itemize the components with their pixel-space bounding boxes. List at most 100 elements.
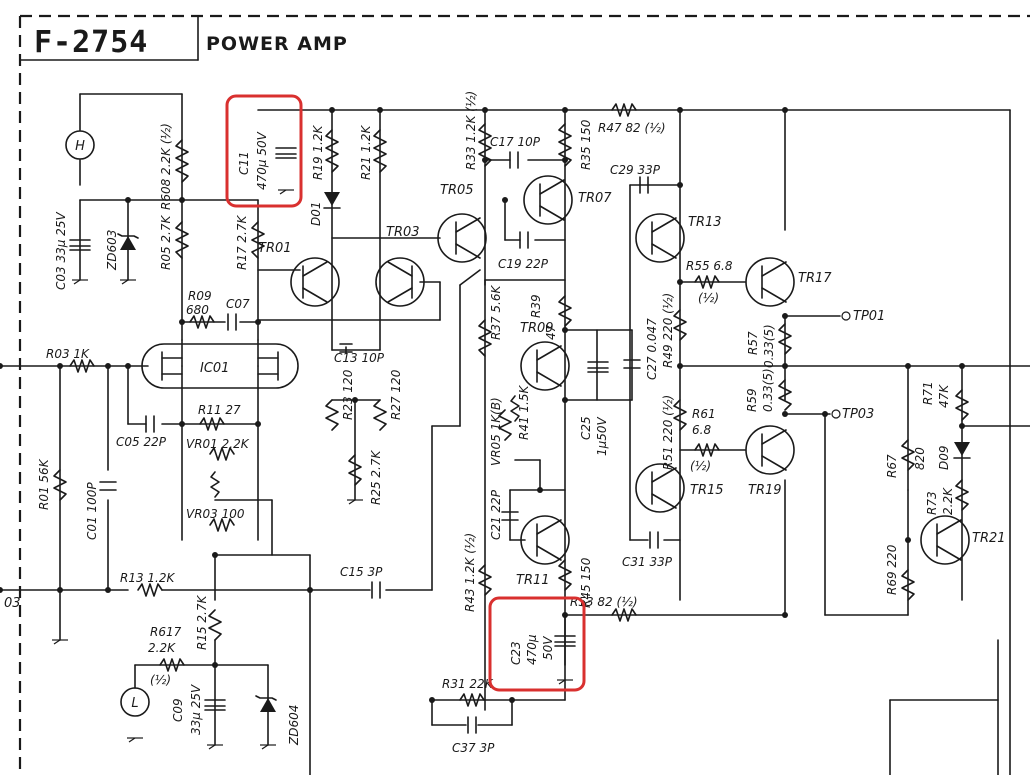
label-r05: R05 2.7K: [159, 214, 173, 270]
tr13-symbol: [635, 213, 685, 263]
label-c07: C07: [226, 297, 250, 311]
transistors: [290, 175, 970, 565]
label-c31: C31 33P: [622, 555, 673, 569]
label-c13: C13 10P: [334, 351, 385, 365]
label-r13: R13 1.2K: [120, 571, 176, 585]
tr15-symbol: [635, 463, 685, 513]
label-c03: C03 33µ 25V: [54, 212, 68, 290]
capacitors: [69, 147, 659, 734]
label-r17: R17 2.7K: [235, 214, 249, 270]
label-c09: C09: [171, 698, 185, 722]
label-tr19: TR19: [748, 483, 782, 498]
highlight-c23: [488, 596, 586, 692]
label-c27: C27 0.047: [645, 318, 659, 380]
tr11-symbol: [520, 515, 570, 565]
tr09-symbol: [520, 341, 570, 391]
label-r37: R37 5.6K: [489, 284, 503, 340]
label-c25-value: 1µ50V: [595, 416, 609, 456]
label-tr01: TR01: [258, 241, 292, 256]
label-c01: C01 100P: [85, 482, 99, 540]
label-r59: R59: [745, 388, 759, 412]
label-r67-value: 820: [913, 447, 927, 470]
label-r03: R03 1K: [46, 347, 90, 361]
label-r11: R11 27: [198, 403, 241, 417]
junction-dots: [0, 107, 965, 703]
label-r617-half: (½): [150, 673, 171, 687]
label-r33: R33 1.2K (½): [464, 91, 478, 170]
tr19-symbol: [745, 425, 795, 475]
label-r01: R01 56K: [37, 458, 51, 510]
label-r31: R31 22K: [442, 677, 494, 691]
label-r608: R608 2.2K (½): [159, 123, 173, 210]
label-r09-value: 680: [186, 303, 209, 317]
label-c23-voltage: 50V: [541, 636, 555, 660]
tr03-symbol: [375, 257, 425, 307]
tr07-symbol: [523, 175, 573, 225]
label-r71: R71: [921, 381, 935, 405]
label-r09: R09: [188, 289, 212, 303]
label-r39: R39: [529, 294, 543, 318]
label-c05: C05 22P: [116, 435, 167, 449]
label-ic01: IC01: [200, 361, 229, 376]
ic01-symbol: [141, 343, 299, 389]
label-vr03: VR03 100: [186, 507, 245, 521]
terminal-h-label: H: [75, 139, 85, 154]
terminal-h: H: [65, 130, 95, 160]
label-c23-value: 470µ: [525, 634, 539, 665]
label-r51: R51 220 (½): [661, 395, 675, 470]
highlight-c11: [225, 94, 303, 208]
label-r21: R21 1.2K: [359, 124, 373, 180]
component-labels: R608 2.2K (½) C11 470µ 50V R19 1.2K R21 …: [37, 91, 1006, 755]
board-code: F-2754: [34, 25, 148, 60]
resistors: [53, 103, 969, 707]
label-r73: R73: [925, 491, 939, 515]
label-r45: R45 150: [579, 557, 593, 608]
label-r43: R43 1.2K (½): [463, 533, 477, 612]
label-r57-value: 0.33(5): [762, 324, 776, 368]
label-tr17: TR17: [798, 271, 832, 286]
label-r19: R19 1.2K: [311, 124, 325, 180]
label-zd604: ZD604: [287, 705, 301, 746]
tr01-symbol: [290, 257, 340, 307]
terminal-l-label: L: [131, 696, 138, 711]
label-r55: R55 6.8: [686, 259, 733, 273]
label-r59-value: 0.33(5): [761, 368, 775, 412]
board-title: POWER AMP: [206, 33, 348, 55]
label-r61-value: 6.8: [692, 423, 711, 437]
label-d01: D01: [309, 201, 323, 226]
label-c11: C11: [237, 151, 251, 175]
label-c19: C19 22P: [498, 257, 549, 271]
label-r73-value: 2.2K: [941, 487, 955, 515]
label-r61: R61: [692, 407, 716, 421]
tr17-symbol: [745, 257, 795, 307]
label-zd603: ZD603: [105, 230, 119, 271]
label-c25: C25: [579, 416, 593, 440]
label-c29: C29 33P: [610, 163, 661, 177]
label-r53: R53 82 (½): [570, 595, 638, 609]
label-c21: C21 22P: [489, 489, 503, 540]
tr05-symbol: [437, 213, 487, 263]
test-points: [831, 311, 851, 419]
label-tr07: TR07: [578, 191, 612, 206]
label-r25: R25 2.7K: [369, 449, 383, 505]
label-c09-value: 33µ 25V: [189, 684, 203, 735]
label-tr11: TR11: [516, 573, 550, 588]
diodes: [117, 192, 971, 712]
label-tr05: TR05: [440, 183, 474, 198]
label-d09: D09: [937, 445, 951, 470]
label-tr15: TR15: [690, 483, 724, 498]
label-c37: C37 3P: [452, 741, 495, 755]
label-r39-value: 47: [544, 324, 558, 340]
label-r15: R15 2.7K: [195, 594, 209, 650]
label-r47: R47 82 (½): [598, 121, 666, 135]
label-tr09: TR09: [520, 321, 554, 336]
label-r71-value: 47K: [937, 384, 951, 408]
label-c11-value: 470µ 50V: [255, 131, 269, 190]
terminal-l: L: [120, 687, 150, 717]
label-r35: R35 150: [579, 119, 593, 170]
label-r23: R23 120: [341, 369, 355, 420]
frame-border: [18, 14, 1030, 775]
label-tr03: TR03: [386, 225, 420, 240]
label-r67: R67: [885, 454, 899, 478]
label-vr01: VR01 2.2K: [186, 437, 250, 451]
